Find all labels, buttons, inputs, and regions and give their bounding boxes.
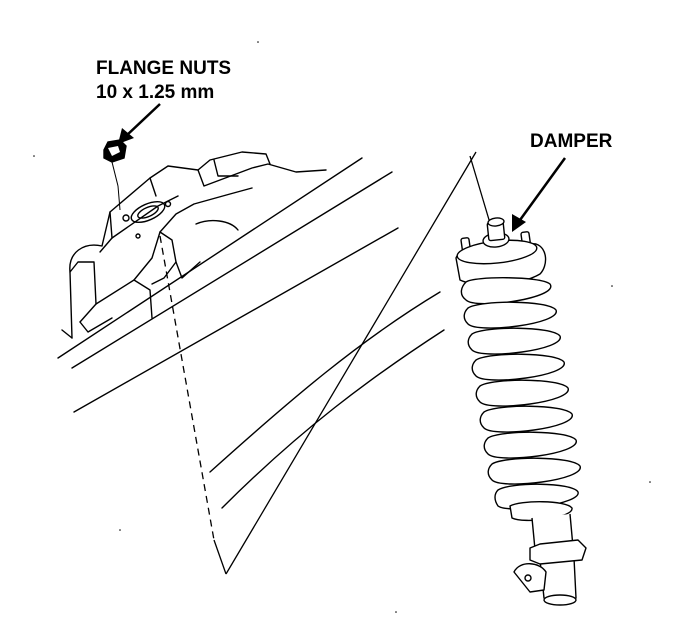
flange-nuts-label: FLANGE NUTS [96, 58, 231, 79]
damper-assembly [455, 217, 587, 606]
flange-nuts-size-label: 10 x 1.25 mm [96, 82, 214, 103]
flange-nuts-arrow [118, 103, 161, 144]
damper-label: DAMPER [530, 131, 613, 152]
damper-arrow [512, 157, 567, 232]
vehicle-frame [57, 151, 445, 509]
installation-guide-lines [159, 151, 499, 575]
flange-nuts-callout: FLANGE NUTS 10 x 1.25 mm [96, 58, 231, 103]
damper-callout: DAMPER [530, 131, 613, 152]
coil-spring [460, 277, 581, 510]
flange-nut-icon [103, 139, 127, 211]
scan-specks [33, 41, 651, 613]
